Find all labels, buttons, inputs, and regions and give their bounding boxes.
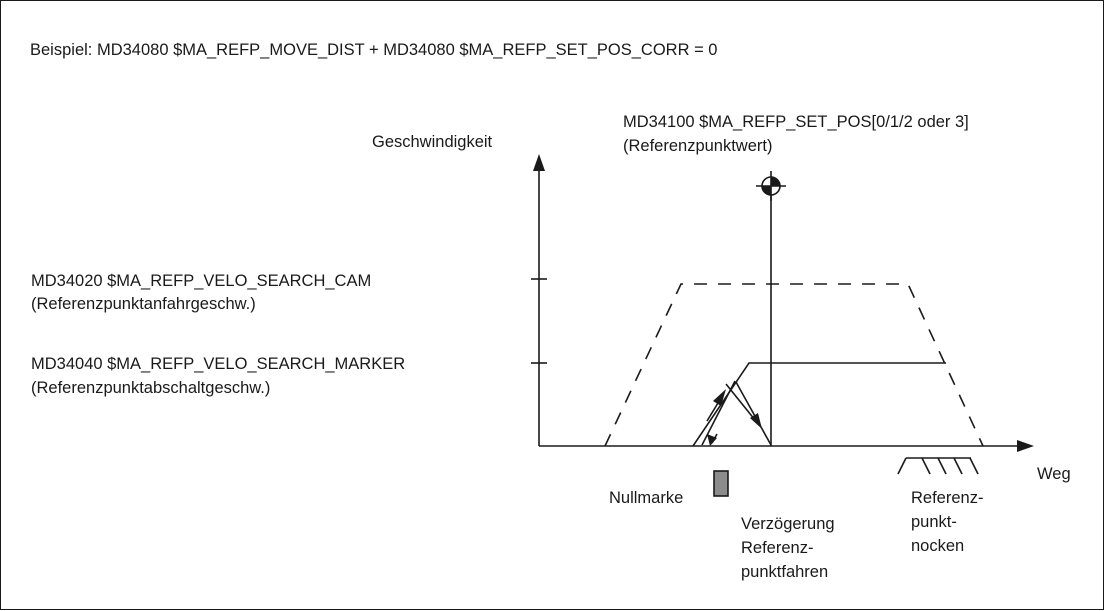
decel-tail-arrowhead [707, 434, 717, 446]
velo-marker-label-line2: (Referenzpunktabschaltgeschw.) [31, 379, 271, 397]
x-axis-label: Weg [1037, 465, 1071, 483]
reference-cam-hatch-2 [921, 457, 931, 475]
reference-point-label-line1: MD34100 $MA_REFP_SET_POS[0/1/2 oder 3] [623, 113, 969, 131]
x-axis-arrowhead [1017, 440, 1034, 452]
y-axis-label: Geschwindigkeit [372, 133, 493, 151]
reference-cam-label-line2: punkt- [911, 513, 957, 531]
y-axis-arrowhead [533, 154, 545, 171]
reference-cam-hatch-3 [937, 457, 947, 475]
reference-cam-label-line1: Referenz- [911, 489, 984, 507]
deceleration-label-line1: Verzögerung [741, 515, 835, 533]
velo-marker-label-line1: MD34040 $MA_REFP_VELO_SEARCH_MARKER [31, 355, 406, 373]
reference-cam-label-line3: nocken [911, 537, 965, 555]
reference-cam-hatch-4 [953, 457, 963, 475]
accel-arrowhead [713, 389, 726, 406]
example-line: Beispiel: MD34080 $MA_REFP_MOVE_DIST + M… [30, 41, 718, 59]
accel-arrow-shaft [706, 402, 719, 422]
reversal-line-right [735, 381, 772, 446]
deceleration-label-line2: Referenz- [741, 539, 814, 557]
zero-mark-icon [713, 470, 729, 497]
zero-mark-label: Nullmarke [609, 489, 684, 507]
decel-arrow-shaft [725, 383, 756, 421]
velo-marker-profile [692, 362, 946, 447]
reference-cam-hatch-5 [969, 457, 979, 475]
reference-point-label-line2: (Referenzpunktwert) [623, 137, 773, 155]
velo-cam-label-line2: (Referenzpunktanfahrgeschw.) [31, 295, 256, 313]
reference-point-icon-quadrant-b [762, 186, 771, 195]
velo-cam-label-line1: MD34020 $MA_REFP_VELO_SEARCH_CAM [31, 272, 372, 290]
reversal-line-left [701, 380, 736, 446]
velo-cam-profile-dashed [604, 283, 984, 447]
decel-arrowhead [750, 413, 762, 429]
reference-point-icon-quadrant-a [771, 177, 780, 186]
deceleration-label-line3: punktfahren [741, 563, 829, 581]
reference-cam-hatch-1 [897, 457, 907, 475]
